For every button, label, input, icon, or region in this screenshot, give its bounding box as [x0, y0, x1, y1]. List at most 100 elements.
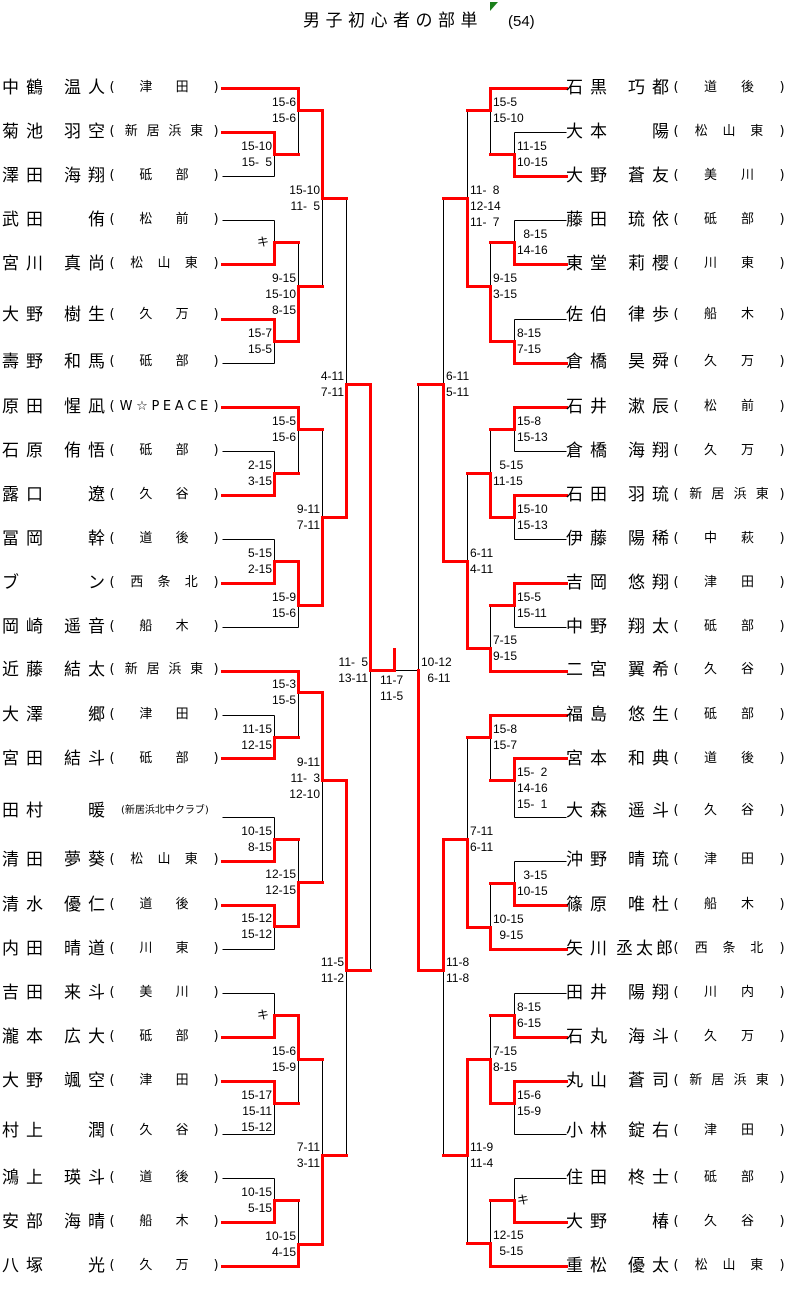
given-name: 錠右: [628, 1121, 676, 1141]
given-name: 優太: [628, 1256, 676, 1276]
family-name: 吉岡: [566, 573, 614, 593]
score-line: 9-15: [493, 649, 518, 663]
club-text: 砥部: [116, 439, 212, 463]
club-char: 木: [740, 307, 754, 322]
score-line: 5-15: [247, 546, 272, 560]
match-score: 12-15 5-15: [493, 1227, 524, 1259]
club-open-paren: (: [673, 575, 679, 590]
score-line: 11- 7: [470, 215, 500, 229]
club-char: 津: [703, 1123, 717, 1138]
score-line: 15-5: [271, 414, 296, 428]
player-entry: 伊藤陽稀(中萩): [564, 527, 788, 551]
club-open-paren: (: [673, 1170, 679, 1185]
club-text: 久谷: [680, 658, 778, 682]
club-close-paren: ): [779, 941, 785, 956]
family-name: 重松: [566, 1256, 614, 1276]
player-name: 矢川丞太郎: [564, 937, 674, 961]
given-name: 海翔: [628, 441, 676, 461]
club-name: (西条北): [672, 937, 786, 961]
club-char: 津: [703, 852, 717, 867]
club-text: 松前: [680, 395, 778, 419]
club-open-paren: (: [673, 1073, 679, 1088]
given-name: 和典: [628, 749, 676, 769]
club-name: (津田): [108, 76, 220, 100]
score-line: 15-13: [517, 430, 548, 444]
club-char: 田: [175, 80, 189, 95]
club-char: 谷: [740, 1214, 754, 1229]
club-text: 美川: [116, 981, 212, 1005]
club-char: 萩: [740, 531, 754, 546]
family-name: 大野: [2, 305, 50, 325]
club-char: 田: [175, 707, 189, 722]
club-char: 砥: [703, 707, 717, 722]
club-text: 中萩: [680, 527, 778, 551]
given-name: 颯空: [64, 1071, 112, 1091]
player-name: 露口遼: [0, 483, 110, 507]
given-name: 遥音: [64, 617, 112, 637]
club-char: 部: [175, 1029, 189, 1044]
score-line: 11-4: [470, 1156, 494, 1170]
score-line: 7-11: [296, 518, 320, 532]
family-name: 倉橋: [566, 352, 614, 372]
player-entry: 田井陽翔(川内): [564, 981, 788, 1005]
family-name: 佐伯: [566, 305, 614, 325]
given-name: 海翔: [64, 166, 112, 186]
club-name: (砥部): [672, 703, 786, 727]
player-name: 佐伯律歩: [564, 303, 674, 327]
player-name: 村上潤: [0, 1119, 110, 1143]
player-entry: 菊池羽空(新居浜東): [0, 120, 222, 144]
player-name: 中鶴温人: [0, 76, 110, 100]
score-line: 14-16: [517, 781, 548, 795]
club-text: 川東: [680, 252, 778, 276]
club-char: 久: [139, 1258, 153, 1273]
family-name: 石井: [566, 397, 614, 417]
club-close-paren: ): [213, 1258, 219, 1273]
club-text: 松山東: [116, 848, 212, 872]
score-line: 10-15: [493, 912, 524, 926]
player-entry: 大澤郷(津田): [0, 703, 222, 727]
family-name: 石田: [566, 485, 614, 505]
club-char: 道: [139, 897, 153, 912]
given-name: 海晴: [64, 1212, 112, 1232]
club-name: (久万): [672, 439, 786, 463]
given-name: 結斗: [64, 749, 112, 769]
club-close-paren: ): [779, 1214, 785, 1229]
club-close-paren: ): [213, 307, 219, 322]
player-entry: 倉橋昊舜(久万): [564, 350, 788, 374]
player-entry: 吉岡悠翔(津田): [564, 571, 788, 595]
club-name: (道後): [108, 527, 220, 551]
club-name: (久谷): [108, 1119, 220, 1143]
club-open-paren: (: [673, 985, 679, 1000]
club-text: 久万: [680, 350, 778, 374]
club-text: 砥部: [680, 703, 778, 727]
given-name: 椿: [652, 1212, 676, 1232]
given-name: 晴琉: [628, 850, 676, 870]
club-text: 久万: [116, 303, 212, 327]
club-close-paren: ): [779, 307, 785, 322]
score-line: 8-15: [247, 840, 272, 854]
club-open-paren: (: [109, 399, 115, 414]
club-close-paren: ): [213, 124, 219, 139]
score-line: 15-6: [271, 95, 296, 109]
club-char: 居: [711, 487, 725, 502]
club-char: 新: [124, 662, 138, 677]
club-char: 後: [175, 1170, 189, 1185]
club-name: (津田): [672, 1119, 786, 1143]
score-line: 15-12: [241, 1120, 272, 1134]
club-text: 砥部: [680, 208, 778, 232]
given-name: 光: [88, 1256, 112, 1276]
club-text: 船木: [680, 893, 778, 917]
club-char: 久: [139, 1123, 153, 1138]
